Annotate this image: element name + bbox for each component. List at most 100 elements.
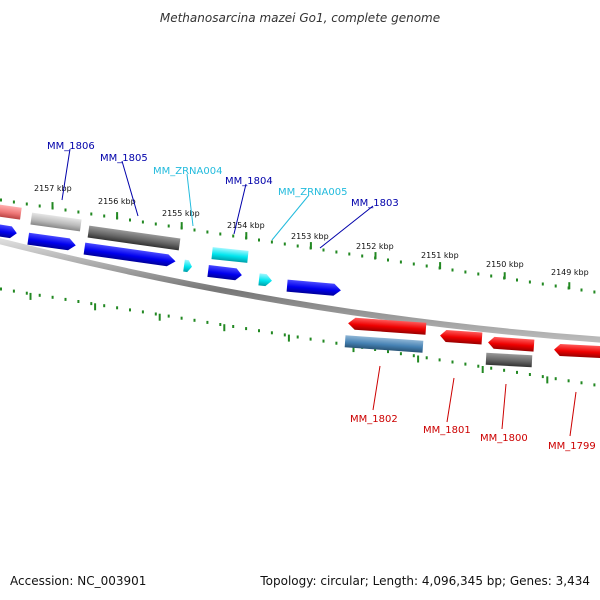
minor-tick [38,293,41,297]
label-leader [233,183,247,235]
major-tick [287,334,290,342]
label-leader [446,377,455,423]
minor-tick [167,224,170,228]
label-leader [186,173,194,227]
gene-feature[interactable] [348,317,427,335]
minor-tick [77,300,80,303]
major-tick [116,212,119,220]
minor-tick [322,248,325,252]
gene-feature[interactable] [27,232,76,252]
gene-feature[interactable] [554,343,600,359]
map-title: Methanosarcina mazei Go1, complete genom… [160,11,440,25]
minor-tick [180,316,183,320]
minor-tick [541,282,544,286]
minor-tick [154,222,157,226]
minor-tick [258,329,260,333]
minor-tick [232,234,235,238]
gene-feature[interactable] [488,336,535,352]
minor-tick [477,272,480,276]
accession-text: Accession: NC_003901 [10,574,147,588]
minor-tick [296,335,299,339]
minor-tick [103,304,106,308]
gene-feature[interactable] [440,329,483,345]
minor-tick [141,310,144,314]
minor-tick [219,323,222,326]
scale-label-2154: 2154 kbp [227,221,265,230]
rna-feature[interactable] [183,259,193,273]
gene-label-mm-1806[interactable]: MM_1806 [47,141,95,152]
gene-feature[interactable] [0,221,18,239]
rna-feature[interactable] [258,273,272,287]
minor-tick [193,228,196,232]
gene-label-mm-zrna004[interactable]: MM_ZRNA004 [153,166,222,177]
minor-tick [167,314,170,318]
gene-label-mm-1804[interactable]: MM_1804 [225,176,273,187]
minor-tick [335,250,338,254]
minor-tick [451,360,454,364]
label-leader [372,365,381,411]
genome-backbone [0,238,600,343]
gene-label-mm-1803[interactable]: MM_1803 [351,198,399,209]
gene-label-mm-zrna005[interactable]: MM_ZRNA005 [278,187,347,198]
minor-tick [541,375,544,379]
minor-tick [490,274,493,278]
gene-label-mm-1800[interactable]: MM_1800 [480,433,528,444]
gene-feature[interactable] [30,212,82,232]
scale-label-2156: 2156 kbp [98,197,136,206]
label-leader [121,160,139,217]
gene-label-mm-1801[interactable]: MM_1801 [423,425,471,436]
gene-feature[interactable] [0,203,22,220]
minor-tick [387,258,389,262]
minor-tick [0,287,2,291]
forward-gene-labels: MM_1806 MM_1805 MM_ZRNA004 MM_1804 MM_ZR… [47,141,399,249]
minor-tick [503,368,506,372]
outer-scale-ring [0,198,596,294]
minor-tick [528,373,531,376]
gene-label-mm-1805[interactable]: MM_1805 [100,153,148,164]
gene-label-mm-1802[interactable]: MM_1802 [350,414,398,425]
major-tick [503,272,506,280]
major-tick [374,252,377,260]
minor-tick [38,204,41,208]
minor-tick [258,238,260,242]
reverse-strand-features [344,317,600,368]
major-tick [223,324,226,332]
minor-tick [129,218,131,222]
minor-tick [516,278,518,282]
minor-tick [374,348,377,351]
gene-feature[interactable] [344,335,424,353]
major-tick [568,282,571,290]
label-leader [319,205,374,249]
major-tick [158,313,161,321]
reverse-gene-labels: MM_1802 MM_1801 MM_1800 MM_1799 [350,365,596,452]
scale-label-2157: 2157 kbp [34,184,72,193]
scale-label-2155: 2155 kbp [162,209,200,218]
minor-tick [464,270,467,274]
label-leader [501,383,507,430]
minor-tick [567,379,570,383]
minor-tick [232,325,235,328]
gene-feature[interactable] [83,242,177,268]
gene-feature[interactable] [485,352,533,368]
minor-tick [477,364,480,368]
minor-tick [90,212,93,216]
scale-label-2149: 2149 kbp [551,268,589,277]
gene-feature[interactable] [207,264,242,281]
major-tick [29,292,32,300]
gene-feature[interactable] [87,225,181,251]
minor-tick [193,318,196,322]
minor-tick [64,297,67,301]
major-tick [352,345,355,353]
minor-tick [348,252,351,256]
minor-tick [528,280,531,284]
minor-tick [103,214,106,218]
gene-feature[interactable] [211,247,249,263]
major-tick [417,355,420,363]
gene-label-mm-1799[interactable]: MM_1799 [548,441,596,452]
topology-summary-text: Topology: circular; Length: 4,096,345 bp… [260,574,590,588]
minor-tick [412,262,415,266]
major-tick [94,303,97,311]
gene-feature[interactable] [286,279,342,297]
minor-tick [412,354,415,358]
label-leader [569,391,577,437]
